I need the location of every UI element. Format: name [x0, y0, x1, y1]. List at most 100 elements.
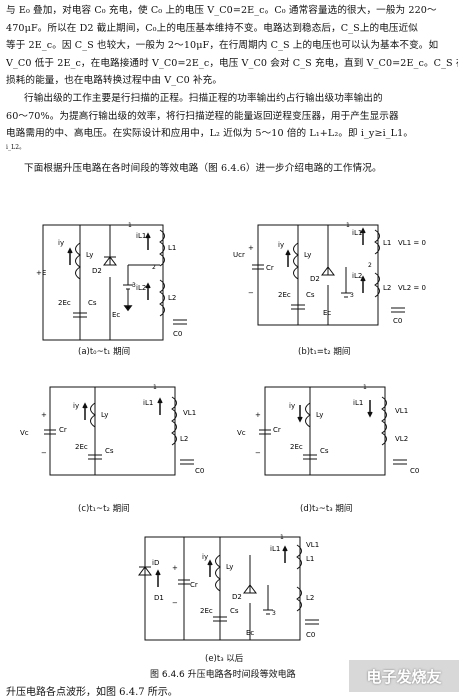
label: Cr — [273, 426, 281, 434]
label: VL1 — [183, 409, 196, 417]
label: C0 — [393, 317, 402, 325]
label: 1 — [346, 222, 350, 229]
text-line: 等于 2E_c。因 C_S 也较大，一般为 2～10μF，在行周期内 C_S 上… — [6, 40, 439, 51]
label: 2Ec — [278, 291, 291, 299]
text-line: 电路需用的中、高电压。在实际设计和应用中，L₂ 近似为 5～10 倍的 L₁+L… — [6, 128, 414, 139]
label: Cr — [59, 426, 67, 434]
label: 2 — [152, 264, 156, 271]
label: C0 — [173, 330, 182, 338]
figure-title: 图 6.4.6 升压电路各时间段等效电路 — [150, 670, 296, 680]
text-line-tail: i_L2。 — [6, 143, 26, 151]
label: Cr — [190, 581, 198, 589]
label: 1 — [280, 534, 284, 541]
label: iL2 — [352, 272, 362, 280]
label: iD — [152, 559, 159, 567]
circuit-d: Vc Cr + − iy Ly 2Ec Cs 1 iL1 VL1 VL2 C0 — [235, 375, 455, 500]
label: − — [255, 449, 261, 457]
label: VL2 — [395, 435, 408, 443]
label: iy — [58, 239, 64, 247]
caption-c: (c)t₁~t₂ 期间 — [78, 504, 130, 514]
caption-e: (e)t₃ 以后 — [205, 654, 244, 664]
paragraph-1: 与 E₀ 叠加，对电容 C₀ 充电，使 C₀ 上的电压 V_C0=2E_c。C₀… — [6, 2, 458, 90]
label: Ec — [323, 309, 331, 317]
paragraph-3: 下面根据升压电路在各时间段的等效电路（图 6.4.6）进一步介绍电路的工作情况。 — [6, 160, 458, 178]
label: 1 — [128, 222, 132, 229]
label: 2Ec — [200, 607, 213, 615]
text-line: 60～70%。为提高行输出级的效率，将行扫描逆程的能量返回逆程变压器，用于产生显… — [6, 110, 399, 122]
circuit-c: Vc Cr + − iy Ly 2Ec Cs 1 iL1 VL1 L2 C0 — [15, 375, 215, 500]
label: L1 — [306, 555, 314, 563]
label: iL2 — [136, 284, 146, 292]
circuit-d-drawing: Vc Cr + − iy Ly 2Ec Cs 1 iL1 VL1 VL2 C0 — [237, 384, 419, 476]
label: 3 — [350, 292, 354, 299]
label: L1 — [168, 244, 176, 252]
label: Ly — [226, 563, 233, 571]
label: 2Ec — [290, 443, 303, 451]
label: 3 — [132, 282, 136, 289]
label: Cs — [105, 447, 114, 455]
text-line: 与 E₀ 叠加，对电容 C₀ 充电，使 C₀ 上的电压 V_C0=2E_c。C₀… — [6, 5, 437, 16]
label: D2 — [310, 275, 320, 283]
label: L2 — [306, 594, 314, 602]
caption-b: (b)t₁=t₂ 期间 — [298, 347, 351, 357]
label: iL1 — [352, 229, 362, 237]
label: 2Ec — [75, 443, 88, 451]
text-line: V_C0 低于 2E_c，在电路接通时 V_C0=2E_c，电压 V_C0 会对… — [6, 57, 458, 69]
bottom-text: 升压电路各点波形，如图 6.4.7 所示。 — [6, 687, 178, 698]
label: Ec — [246, 629, 254, 637]
label: Cs — [320, 447, 329, 455]
circuit-e: iD D1 Cr + − iy Ly 2Ec Cs D2 Ec 3 1 iL1 … — [130, 525, 330, 653]
caption-d: (d)t₂~t₃ 期间 — [300, 504, 353, 514]
label: Ucr — [233, 251, 245, 259]
label: iy — [278, 241, 284, 249]
label: iL1 — [270, 545, 280, 553]
label: Ly — [86, 251, 93, 259]
label: iy — [289, 402, 295, 410]
label: Ly — [101, 411, 108, 419]
label: Cs — [306, 291, 315, 299]
label: L1 — [383, 239, 391, 247]
label: +E — [36, 269, 46, 277]
label: Vc — [237, 429, 246, 437]
label: − — [248, 289, 254, 297]
label: D1 — [154, 594, 164, 602]
label: Cr — [266, 264, 274, 272]
label: VL1 — [395, 407, 408, 415]
label: Vc — [20, 429, 29, 437]
label: + — [255, 411, 261, 419]
label: D2 — [92, 267, 102, 275]
label: − — [172, 599, 178, 607]
label: C0 — [195, 467, 204, 475]
circuit-c-drawing: Vc Cr + − iy Ly 2Ec Cs 1 iL1 VL1 L2 C0 — [20, 384, 204, 476]
watermark-logo: 电子发烧友 — [349, 660, 459, 692]
text-line: 下面根据升压电路在各时间段的等效电路（图 6.4.6）进一步介绍电路的工作情况。 — [24, 163, 382, 174]
label: + — [41, 411, 47, 419]
label: L2 — [383, 284, 391, 292]
circuit-a: +E iy Ly 2Ec Cs D2 Ec 3 1 2 iL1 L1 iL2 L… — [28, 205, 198, 355]
circuit-a-drawing: +E iy Ly 2Ec Cs D2 Ec 3 1 2 iL1 L1 iL2 L… — [36, 222, 187, 341]
label: iL1 — [353, 399, 363, 407]
label: 1 — [363, 384, 367, 391]
label: 3 — [272, 610, 276, 617]
label: iL1 — [136, 232, 146, 240]
label: Ly — [316, 411, 323, 419]
label: Ec — [112, 311, 120, 319]
circuit-e-drawing: iD D1 Cr + − iy Ly 2Ec Cs D2 Ec 3 1 iL1 … — [138, 534, 319, 641]
label: L2 — [180, 435, 188, 443]
label: 1 — [153, 384, 157, 391]
label: VL1 — [306, 541, 319, 549]
label: + — [172, 564, 178, 572]
label: C0 — [410, 467, 419, 475]
label: C0 — [306, 631, 315, 639]
label: Cs — [88, 299, 97, 307]
label: 2 — [368, 262, 372, 269]
label: iy — [202, 553, 208, 561]
label: iL1 — [143, 399, 153, 407]
label: Ly — [304, 251, 311, 259]
text-line: 470μF。所以在 D2 截止期间，C₀上的电压基本维持不变。电路达到稳态后，C… — [6, 22, 418, 34]
label: D2 — [232, 593, 242, 601]
text-line: 损耗的能量，也在电路转换过程中由 V_C0 补充。 — [6, 75, 223, 86]
label: Cs — [230, 607, 239, 615]
label: VL2 = 0 — [398, 284, 426, 292]
paragraph-2: 行输出级的工作主要是行扫描的正程。扫描正程的功率输出约占行输出级功率输出的 60… — [6, 90, 458, 152]
